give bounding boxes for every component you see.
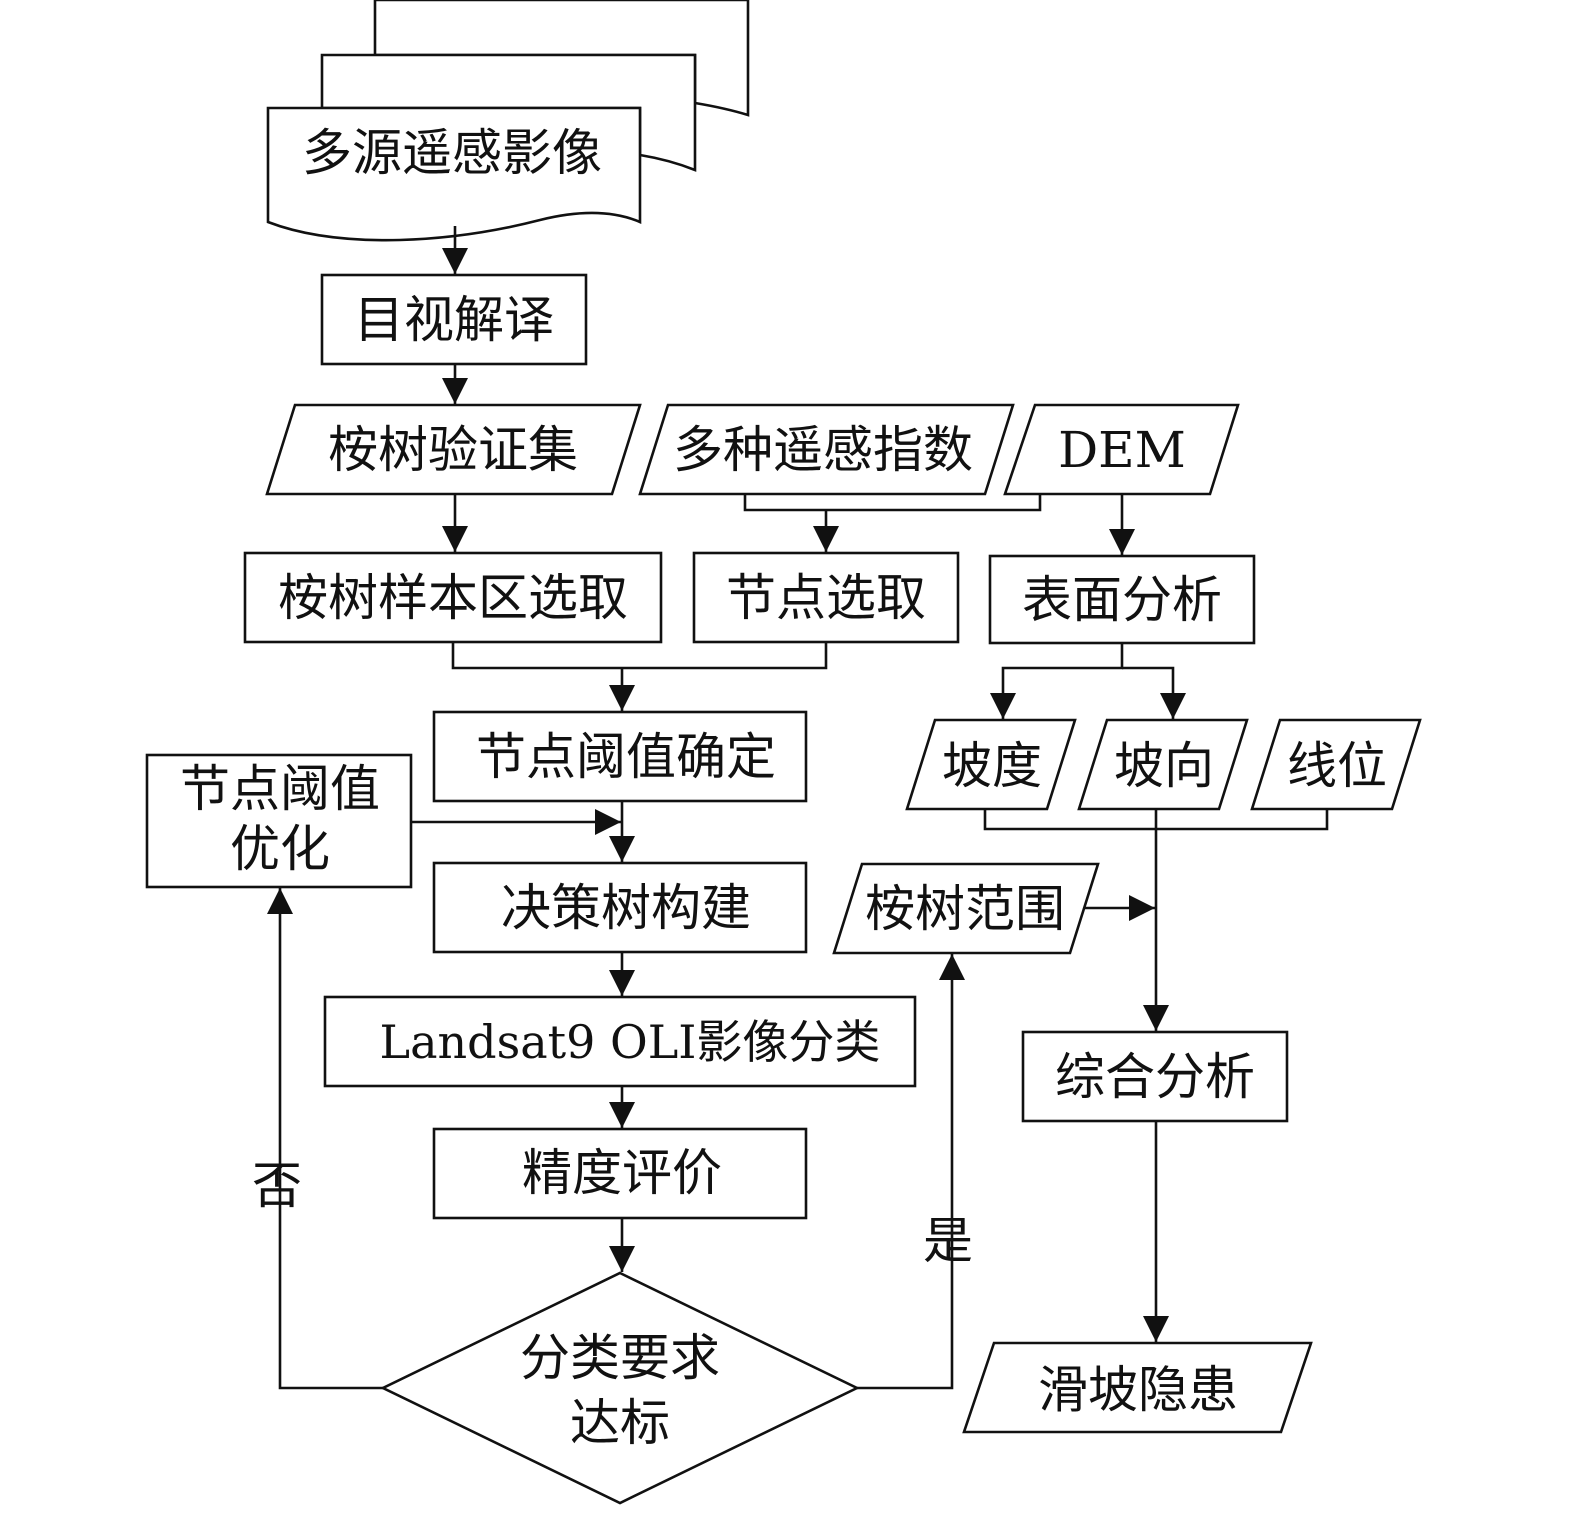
node-threshold-determination-label: 节点阈值确定 xyxy=(476,728,776,786)
node-threshold-determination-node: 节点阈值确定 xyxy=(432,710,808,803)
node-threshold-optimization-label-line1: 节点阈值 xyxy=(180,760,380,818)
remote-sensing-indices-label: 多种遥感指数 xyxy=(673,421,973,479)
comprehensive-analysis-node: 综合分析 xyxy=(1021,1030,1289,1123)
accuracy-evaluation-label: 精度评价 xyxy=(522,1144,722,1202)
edge-decision-yes-to-extent xyxy=(857,954,965,1390)
connectors xyxy=(267,226,1329,1390)
landsat9-classification-label: Landsat9 OLI影像分类 xyxy=(380,1015,881,1069)
edge-selection-join xyxy=(451,642,828,670)
eucalyptus-sample-selection-label: 桉树样本区选取 xyxy=(278,569,628,627)
eucalyptus-validation-set-label: 桉树验证集 xyxy=(328,421,578,479)
classification-check-label-line1: 分类要求 xyxy=(520,1329,720,1387)
yes-edge-label: 是 xyxy=(923,1212,973,1270)
remote-sensing-indices-node: 多种遥感指数 xyxy=(638,403,1015,496)
aspect-node: 坡向 xyxy=(1077,718,1249,811)
no-edge-label: 否 xyxy=(252,1157,302,1215)
visual-interpretation-node: 目视解译 xyxy=(320,273,588,366)
landslide-hazard-label: 滑坡隐患 xyxy=(1038,1361,1238,1419)
multi-source-imagery-label: 多源遥感影像 xyxy=(302,124,602,182)
node-selection-node: 节点选取 xyxy=(692,551,960,644)
lineament-position-label: 线位 xyxy=(1287,737,1387,795)
decision-tree-construction-label: 决策树构建 xyxy=(501,879,751,937)
edge-indices-dem-join xyxy=(743,494,1042,512)
eucalyptus-extent-node: 桉树范围 xyxy=(832,862,1100,955)
surface-analysis-label: 表面分析 xyxy=(1022,571,1222,629)
edge-decision-no-to-optimization xyxy=(267,888,383,1390)
classification-check-label-line2: 达标 xyxy=(570,1394,670,1452)
slope-label: 坡度 xyxy=(942,737,1042,795)
eucalyptus-extent-label: 桉树范围 xyxy=(865,880,1065,938)
surface-analysis-node: 表面分析 xyxy=(988,554,1256,645)
classification-check-decision: 分类要求 达标 xyxy=(380,1271,860,1505)
node-selection-label: 节点选取 xyxy=(726,569,926,627)
multi-document-node: 多源遥感影像 xyxy=(266,0,750,242)
decision-tree-construction-node: 决策树构建 xyxy=(432,861,808,954)
landsat9-classification-node: Landsat9 OLI影像分类 xyxy=(323,995,917,1088)
visual-interpretation-label: 目视解译 xyxy=(354,291,554,349)
comprehensive-analysis-label: 综合分析 xyxy=(1055,1048,1255,1106)
eucalyptus-validation-set-node: 桉树验证集 xyxy=(265,403,642,496)
node-threshold-optimization-node: 节点阈值 优化 xyxy=(145,753,413,889)
slope-node: 坡度 xyxy=(905,718,1077,811)
landslide-hazard-node: 滑坡隐患 xyxy=(962,1341,1313,1434)
eucalyptus-sample-selection-node: 桉树样本区选取 xyxy=(243,551,663,644)
dem-node: DEM xyxy=(1003,403,1240,496)
dem-label: DEM xyxy=(1058,421,1186,479)
aspect-label: 坡向 xyxy=(1114,737,1214,795)
accuracy-evaluation-node: 精度评价 xyxy=(432,1127,808,1220)
edge-surface-split xyxy=(990,643,1124,719)
edge-surface-to-aspect xyxy=(1122,666,1186,719)
node-threshold-optimization-label-line2: 优化 xyxy=(230,820,330,878)
lineament-position-node: 线位 xyxy=(1250,718,1422,811)
